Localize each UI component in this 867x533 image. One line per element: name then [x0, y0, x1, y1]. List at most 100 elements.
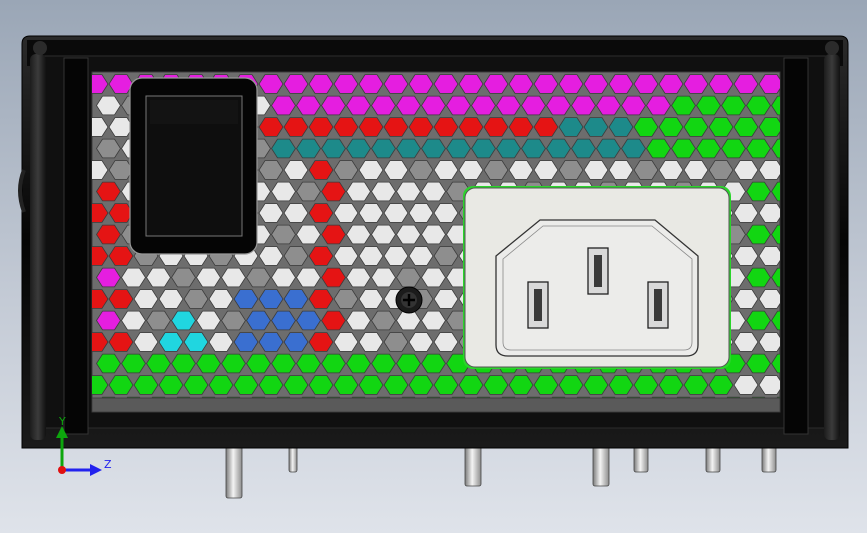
inlet-pins — [527, 247, 669, 329]
vent-hole — [408, 203, 434, 223]
vent-hole — [321, 353, 346, 374]
vent-hole — [333, 246, 359, 266]
vent-hole — [396, 224, 421, 245]
vent-hole — [558, 117, 584, 137]
vent-hole — [733, 203, 759, 223]
vent-hole — [646, 138, 671, 159]
vent-hole — [133, 289, 159, 309]
vent-hole — [92, 289, 109, 309]
vent-hole — [483, 160, 509, 180]
vent-hole — [96, 138, 121, 159]
vent-hole — [558, 375, 584, 395]
vent-hole — [708, 74, 734, 94]
vent-hole — [533, 74, 559, 94]
vent-hole — [733, 246, 759, 266]
iec-power-inlet[interactable] — [463, 186, 731, 369]
vent-hole — [108, 246, 134, 266]
vent-hole — [383, 332, 409, 352]
vent-hole — [308, 289, 334, 309]
vent-hole — [533, 117, 559, 137]
vent-hole — [733, 160, 759, 180]
vent-hole — [321, 224, 346, 245]
vent-hole — [158, 332, 184, 352]
power-switch[interactable] — [129, 77, 258, 255]
vent-hole — [408, 74, 434, 94]
vent-hole — [671, 95, 696, 116]
vent-hole — [508, 117, 534, 137]
vent-hole — [196, 310, 221, 331]
vent-hole — [283, 332, 309, 352]
vent-hole — [746, 310, 771, 331]
vent-hole — [408, 375, 434, 395]
vent-hole — [358, 332, 384, 352]
vent-hole — [458, 375, 484, 395]
vent-hole — [321, 95, 346, 116]
vent-hole — [92, 332, 109, 352]
vent-hole — [258, 246, 284, 266]
vent-hole — [708, 375, 734, 395]
vent-hole — [333, 160, 359, 180]
vent-hole — [233, 332, 259, 352]
axis-triad: Y Z — [56, 415, 112, 476]
vent-hole — [246, 353, 271, 374]
vent-hole — [421, 95, 446, 116]
vent-hole — [658, 160, 684, 180]
vent-hole — [258, 160, 284, 180]
vent-hole — [633, 160, 659, 180]
vent-hole — [346, 267, 371, 288]
vent-hole — [558, 160, 584, 180]
vent-hole — [458, 74, 484, 94]
vent-hole — [333, 332, 359, 352]
vent-hole — [321, 310, 346, 331]
vent-hole — [433, 246, 459, 266]
vent-hole — [583, 375, 609, 395]
vent-hole — [108, 117, 134, 137]
vent-hole — [183, 375, 209, 395]
vent-hole — [133, 375, 159, 395]
vent-hole — [121, 267, 146, 288]
vent-hole — [96, 224, 121, 245]
vent-hole — [633, 117, 659, 137]
vent-hole — [271, 353, 296, 374]
vent-hole — [346, 310, 371, 331]
vent-hole — [733, 289, 759, 309]
vent-hole — [608, 74, 634, 94]
vent-hole — [758, 160, 780, 180]
vent-hole — [771, 310, 780, 331]
vent-hole — [771, 224, 780, 245]
vent-hole — [246, 310, 271, 331]
vent-hole — [321, 138, 346, 159]
vent-hole — [358, 203, 384, 223]
z-axis-label: Z — [104, 458, 112, 471]
vent-hole — [433, 74, 459, 94]
vent-hole — [696, 95, 721, 116]
vent-hole — [733, 375, 759, 395]
vent-hole — [358, 246, 384, 266]
vent-hole — [258, 375, 284, 395]
vent-hole — [746, 267, 771, 288]
vent-hole — [96, 310, 121, 331]
vent-hole — [208, 332, 234, 352]
vent-hole — [92, 246, 109, 266]
mounting-posts — [225, 443, 777, 499]
vent-hole — [308, 332, 334, 352]
vent-hole — [421, 181, 446, 202]
vent-hole — [358, 289, 384, 309]
vent-hole — [771, 353, 780, 374]
vent-hole — [383, 246, 409, 266]
vent-hole — [258, 74, 284, 94]
vent-hole — [308, 160, 334, 180]
vent-hole — [371, 310, 396, 331]
vent-hole — [283, 375, 309, 395]
vent-hole — [271, 224, 296, 245]
vent-hole — [758, 203, 780, 223]
vent-hole — [746, 353, 771, 374]
vent-hole — [671, 138, 696, 159]
vent-hole — [92, 117, 109, 137]
vent-hole — [258, 289, 284, 309]
vent-hole — [346, 353, 371, 374]
vent-hole — [408, 332, 434, 352]
vent-hole — [721, 95, 746, 116]
